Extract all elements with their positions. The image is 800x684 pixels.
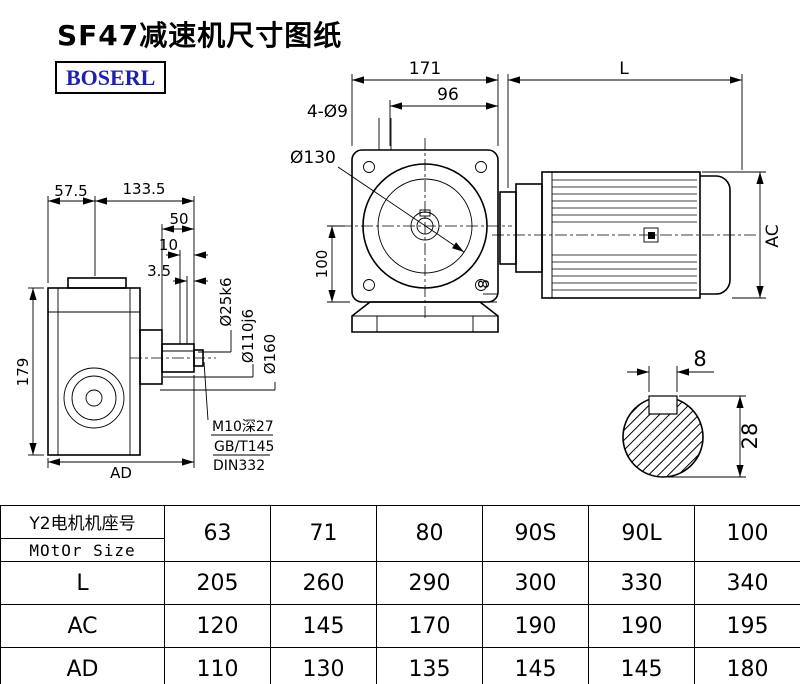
label-flange-diameter: Ø160 — [261, 334, 279, 374]
dim-l: L — [619, 59, 629, 79]
motor-view-dimensions: L AC — [507, 59, 783, 299]
adapter-housing — [515, 183, 543, 273]
bolt-hole — [475, 161, 487, 173]
nameplate-mark — [648, 232, 655, 239]
table-row-AC: AC 120 145 170 190 190 195 — [0, 604, 800, 648]
bolt-hole — [475, 279, 487, 291]
motor-size-value: 90L — [588, 505, 695, 562]
motor-size-value: 90S — [482, 505, 589, 562]
table-row-AD: AD 110 130 135 145 145 180 — [0, 647, 800, 684]
dim-96: 96 — [437, 85, 459, 105]
table-row-motor-size: Y2电机机座号 MOtOr Size 63 71 80 90S 90L 100 — [0, 505, 800, 562]
table-cell: 110 — [164, 647, 271, 684]
table-row-L: L 205 260 290 300 330 340 — [0, 561, 800, 605]
dim-ac: AC — [763, 224, 783, 247]
brand-logo: BOSERL — [55, 61, 167, 94]
dim-171: 171 — [409, 59, 441, 79]
note-gb-standard: GB/T145 — [214, 439, 274, 455]
dim-57-5: 57.5 — [54, 182, 87, 200]
table-cell: 190 — [588, 604, 695, 648]
motor-size-value: 100 — [694, 505, 800, 562]
side-view-dimensions: 57.5 133.5 50 10 3.5 179 AD — [14, 180, 279, 482]
note-din-standard: DIN332 — [213, 458, 265, 474]
label-spigot-diameter: Ø110j6 — [239, 309, 257, 363]
table-cell: 145 — [588, 647, 695, 684]
side-view — [47, 277, 216, 456]
motor-fins — [552, 179, 697, 291]
dim-100: 100 — [313, 250, 331, 279]
label-bolt-holes: 4-Ø9 — [307, 102, 348, 122]
bolt-hole — [363, 161, 375, 173]
motor-size-label-cn: Y2电机机座号 — [1, 506, 164, 539]
dim-foot-8: 8 — [475, 279, 493, 289]
motor-size-header-cell: Y2电机机座号 MOtOr Size — [0, 505, 165, 562]
motor-view — [492, 171, 756, 299]
row-label-AD: AD — [0, 647, 165, 684]
dim-10: 10 — [159, 236, 178, 254]
dim-ad: AD — [110, 464, 132, 482]
motor-size-value: 80 — [376, 505, 483, 562]
dim-133-5: 133.5 — [123, 180, 166, 198]
dimension-table: Y2电机机座号 MOtOr Size 63 71 80 90S 90L 100 … — [0, 505, 800, 684]
table-cell: 180 — [694, 647, 800, 684]
dim-key-width: 8 — [693, 347, 706, 371]
table-cell: 130 — [270, 647, 377, 684]
bolt-hole — [363, 279, 375, 291]
motor-size-label-en: MOtOr Size — [29, 541, 136, 560]
dim-179: 179 — [14, 358, 32, 387]
table-cell: 190 — [482, 604, 589, 648]
table-cell: 170 — [376, 604, 483, 648]
motor-size-value: 71 — [270, 505, 377, 562]
front-view-dimensions: 171 96 4-Ø9 Ø130 100 8 — [290, 59, 499, 303]
dim-3-5: 3.5 — [147, 262, 171, 280]
keyway-slot — [648, 395, 678, 415]
row-label-L: L — [0, 561, 165, 605]
table-cell: 145 — [270, 604, 377, 648]
table-cell: 300 — [482, 561, 589, 605]
dim-28: 28 — [738, 423, 762, 450]
table-cell: 330 — [588, 561, 695, 605]
table-cell: 260 — [270, 561, 377, 605]
front-view — [340, 138, 512, 333]
motor-size-value: 63 — [164, 505, 271, 562]
adapter-flange — [499, 191, 517, 265]
shaft-section-view: 8 28 — [622, 347, 762, 478]
table-cell: 340 — [694, 561, 800, 605]
label-d130: Ø130 — [290, 148, 336, 168]
label-shaft-diameter: Ø25k6 — [217, 277, 235, 326]
table-cell: 205 — [164, 561, 271, 605]
table-cell: 290 — [376, 561, 483, 605]
table-cell: 120 — [164, 604, 271, 648]
page-title: SF47减速机尺寸图纸 — [57, 19, 343, 52]
table-cell: 135 — [376, 647, 483, 684]
table-cell: 145 — [482, 647, 589, 684]
row-label-AC: AC — [0, 604, 165, 648]
note-tapped-hole: M10深27 — [212, 419, 274, 435]
technical-drawing: 57.5 133.5 50 10 3.5 179 AD — [14, 59, 783, 482]
dim-50: 50 — [169, 210, 188, 228]
table-cell: 195 — [694, 604, 800, 648]
